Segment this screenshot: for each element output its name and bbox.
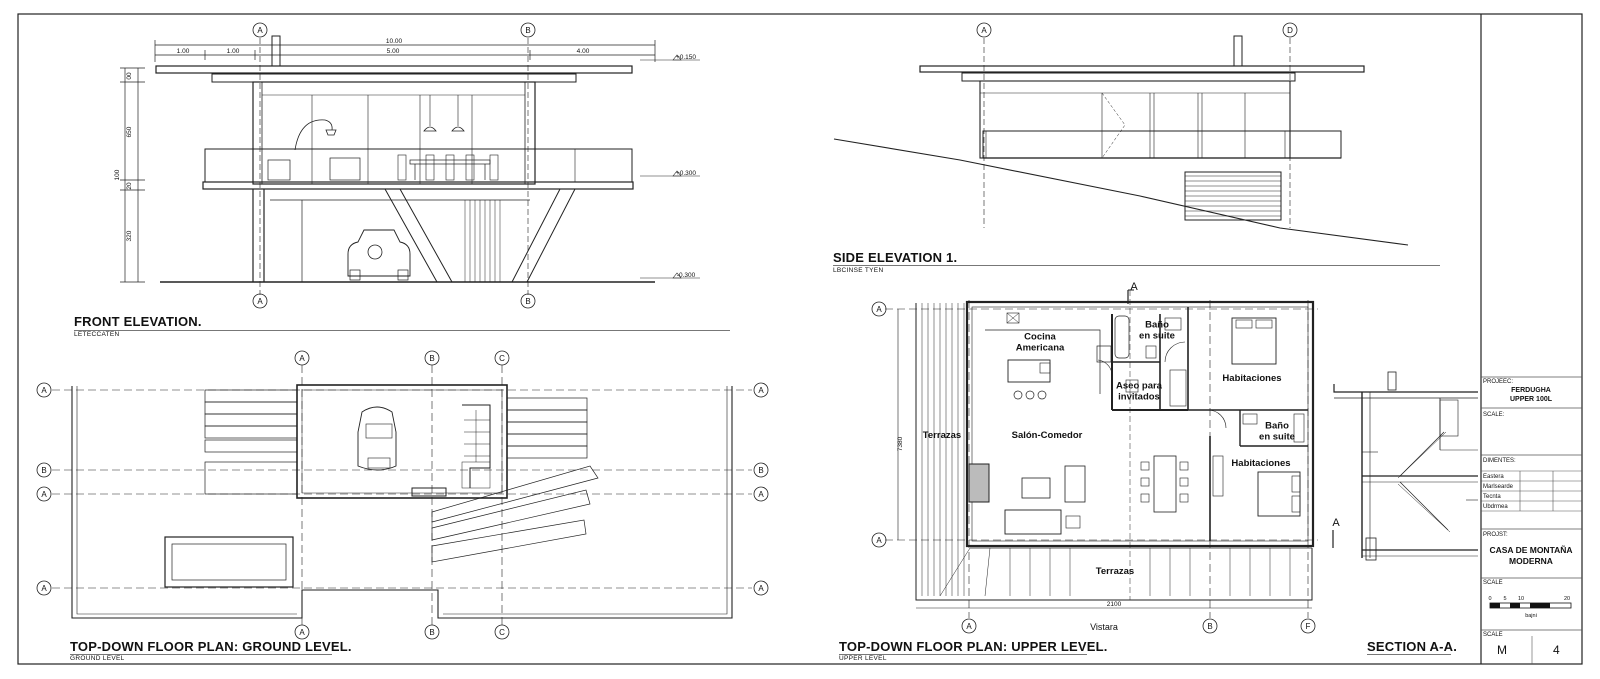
front-elevation-title: FRONT ELEVATION. bbox=[74, 314, 202, 329]
front-elevation-subtitle: LETECCATEN bbox=[74, 331, 120, 338]
gp-grid-right-4: A bbox=[758, 584, 764, 593]
gp-grid-right-3: A bbox=[758, 490, 764, 499]
dim-3: 5.00 bbox=[387, 48, 400, 55]
side-grid-d: D bbox=[1287, 26, 1293, 35]
front-elevation-labels: 10.00 1.00 1.00 5.00 4.00 00 650 20 320 … bbox=[114, 26, 696, 306]
section-marker-bottom: A bbox=[1332, 517, 1340, 529]
scale-tick-0: 0 bbox=[1488, 596, 1491, 602]
dim-1: 1.00 bbox=[177, 48, 190, 55]
gp-grid-top-c: C bbox=[499, 354, 505, 363]
title-block-frame bbox=[1481, 376, 1582, 664]
dim-left-2: 650 bbox=[126, 126, 133, 137]
front-elevation-rule bbox=[74, 330, 730, 331]
room-label-habitaciones-1: Habitaciones bbox=[1222, 373, 1281, 384]
gp-grid-right-2: B bbox=[758, 466, 763, 475]
ground-floor-plan-drawing bbox=[36, 350, 769, 640]
section-title: SECTION A-A. bbox=[1367, 639, 1458, 654]
upper-plan-labels: 2100 7380 Vistara A B F A A A A bbox=[876, 281, 1340, 632]
gp-grid-left-3: A bbox=[41, 490, 47, 499]
level-ground: -0.300 bbox=[677, 272, 696, 279]
sheet-number: 4 bbox=[1553, 643, 1560, 657]
room-label-habitaciones-2: Habitaciones bbox=[1231, 458, 1290, 469]
level-top: +0.150 bbox=[676, 54, 696, 61]
gp-grid-bottom-c: C bbox=[499, 628, 505, 637]
upper-plan-rule bbox=[839, 654, 1087, 655]
scale-tick-20: 20 bbox=[1564, 596, 1570, 602]
upper-plan-title: TOP-DOWN FLOOR PLAN: UPPER LEVEL. bbox=[839, 639, 1108, 654]
upper-plan-subtitle: UPPER LEVEL bbox=[839, 655, 887, 662]
scale-tick-5: 5 bbox=[1503, 596, 1506, 602]
gp-grid-bottom-a: A bbox=[299, 628, 305, 637]
ground-plan-grid-labels: A B C A B C A B A A A B A A bbox=[41, 354, 764, 637]
gp-grid-right-1: A bbox=[758, 386, 764, 395]
scale-bar-labels: 0 5 10 20 bajni bbox=[1488, 596, 1570, 619]
up-grid-bottom-f: F bbox=[1306, 622, 1311, 631]
section-marker-top: A bbox=[1130, 281, 1138, 293]
room-label-terraza-left: Terrazas bbox=[923, 430, 961, 441]
section-rule bbox=[1367, 654, 1451, 655]
gp-grid-top-a: A bbox=[299, 354, 305, 363]
dim-left-1: 00 bbox=[126, 72, 133, 80]
grid-label-a-bottom: A bbox=[257, 297, 263, 306]
scale-bar bbox=[1489, 602, 1572, 609]
front-elevation-drawing bbox=[120, 22, 700, 309]
gp-grid-left-2: B bbox=[41, 466, 46, 475]
dim-2: 1.00 bbox=[227, 48, 240, 55]
section-aa-drawing bbox=[1333, 371, 1478, 561]
gp-grid-left-1: A bbox=[41, 386, 47, 395]
dim-left-4: 320 bbox=[126, 230, 133, 241]
dim-left-total: 100 bbox=[114, 169, 121, 180]
sheet-border bbox=[17, 13, 1583, 665]
grid-label-b-top: B bbox=[525, 26, 530, 35]
gp-grid-left-4: A bbox=[41, 584, 47, 593]
side-elevation-title: SIDE ELEVATION 1. bbox=[833, 250, 958, 265]
dim-left-3: 20 bbox=[126, 182, 133, 190]
upper-floor-plan-drawing bbox=[871, 289, 1334, 634]
level-floor: +0.300 bbox=[676, 170, 696, 177]
up-grid-left-2: A bbox=[876, 536, 882, 545]
dim-left: 7380 bbox=[897, 436, 904, 451]
ground-plan-title: TOP-DOWN FLOOR PLAN: GROUND LEVEL. bbox=[70, 639, 352, 654]
gp-grid-bottom-b: B bbox=[429, 628, 434, 637]
up-grid-left-1: A bbox=[876, 305, 882, 314]
ground-plan-rule bbox=[70, 654, 332, 655]
scale-tick-10: 10 bbox=[1518, 596, 1524, 602]
view-label: Vistara bbox=[1090, 622, 1118, 632]
room-label-terraza-bottom: Terrazas bbox=[1096, 566, 1134, 577]
scale-unit: bajni bbox=[1525, 613, 1537, 619]
gp-grid-top-b: B bbox=[429, 354, 434, 363]
ground-plan-subtitle: GROUND LEVEL bbox=[70, 655, 125, 662]
grid-label-b-bottom: B bbox=[525, 297, 530, 306]
side-elevation-rule bbox=[833, 265, 1440, 266]
side-elevation-drawing bbox=[833, 22, 1409, 246]
dim-bottom: 2100 bbox=[1107, 601, 1122, 608]
room-label-salon: Salón-Comedor bbox=[1012, 430, 1083, 441]
up-grid-bottom-a: A bbox=[966, 622, 972, 631]
dim-4: 4.00 bbox=[577, 48, 590, 55]
side-elevation-labels: A D bbox=[981, 26, 1293, 35]
up-grid-bottom-b: B bbox=[1207, 622, 1212, 631]
sheet-letter: M bbox=[1497, 643, 1507, 657]
grid-label-a-top: A bbox=[257, 26, 263, 35]
dim-overall: 10.00 bbox=[386, 38, 403, 45]
side-grid-a: A bbox=[981, 26, 987, 35]
side-elevation-subtitle: LBCINSE TYEN bbox=[833, 267, 884, 274]
